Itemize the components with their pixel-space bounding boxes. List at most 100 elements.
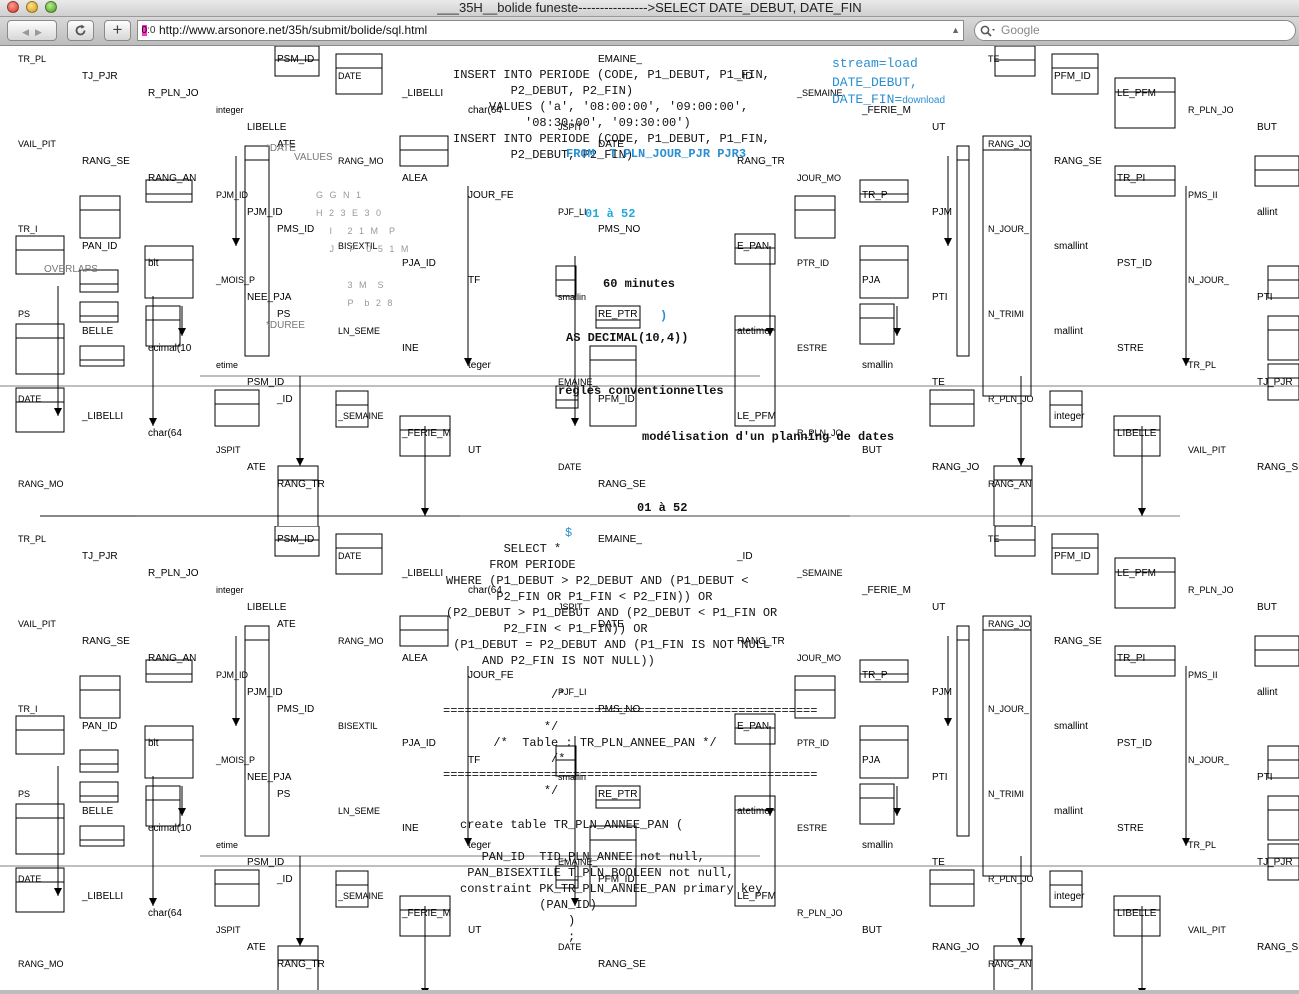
schema-field-label: RANG_SE (1054, 156, 1102, 167)
schema-field-label: JOUR_FE (468, 670, 514, 681)
schema-table-box (734, 315, 776, 427)
zoom-window-icon[interactable] (45, 1, 57, 13)
schema-field-label: STRE (1117, 343, 1144, 354)
schema-field-label: VAIL_PIT (1188, 445, 1226, 455)
from-line: FROM T_PLN_JOUR_PJR PJR3 (566, 147, 747, 161)
schema-field-label: N_JOUR_ (988, 704, 1030, 714)
dollar-sign: $ (565, 526, 573, 540)
address-url[interactable]: http://www.arsonore.net/35h/submit/bolid… (159, 23, 428, 37)
schema-table-box (15, 323, 65, 375)
schema-table-box (1113, 415, 1161, 457)
schema-arrow-head (149, 418, 157, 426)
schema-table-box (929, 389, 975, 427)
add-bookmark-button[interactable]: + (104, 20, 131, 41)
schema-field-label: PST_ID (1117, 738, 1152, 749)
schema-arrow-head (1017, 938, 1025, 946)
address-bar-dropdown-icon[interactable]: ▲ (951, 25, 960, 35)
schema-field-label: PTI (1257, 292, 1273, 303)
stream-line-1: stream=load (832, 56, 918, 71)
window-title-bar: ___35H__bolide funeste---------------->S… (0, 0, 1299, 17)
schema-field-label: smallint (1054, 721, 1088, 732)
schema-table-box (79, 301, 119, 323)
schema-field-label: ATE (247, 462, 266, 473)
overlay-values-label: VALUES (294, 152, 333, 163)
schema-field-label: BUT (1257, 122, 1277, 133)
schema-table-box (145, 179, 193, 203)
schema-table-box (399, 615, 449, 647)
schema-table-box (79, 749, 119, 773)
schema-field-label: TR_PL (18, 534, 46, 544)
range-label-2: 01 à 52 (637, 501, 688, 515)
schema-arrow-head (1182, 838, 1190, 846)
minimize-window-icon[interactable] (26, 1, 38, 13)
schema-field-label: TR_I (18, 224, 38, 234)
search-field[interactable]: Google (974, 20, 1296, 41)
schema-field-label: _SEMAINE (796, 568, 843, 578)
reload-button[interactable] (67, 20, 94, 41)
schema-field-label: BUT (862, 445, 882, 456)
search-placeholder: Google (1001, 23, 1040, 37)
schema-field-label: PJM_ID (247, 687, 283, 698)
schema-table-box (956, 625, 970, 837)
schema-field-label: PS (277, 789, 291, 800)
schema-field-label: LE_PFM (1117, 568, 1156, 579)
schema-table-box (1049, 390, 1083, 428)
download-link[interactable]: download (902, 95, 946, 106)
schema-field-label: VAIL_PIT (1188, 925, 1226, 935)
schema-table-box (145, 659, 193, 683)
schema-arrow-head (766, 808, 774, 816)
schema-table-box (1114, 645, 1176, 677)
reload-icon (75, 24, 86, 36)
schema-table-box (1114, 165, 1176, 197)
schema-field-label: R_PLN_JO (148, 88, 199, 99)
schema-field-label: TR_PI (1117, 173, 1145, 184)
schema-arrow-head (149, 898, 157, 906)
schema-arrow-head (296, 458, 304, 466)
schema-table-box (144, 725, 194, 779)
schema-arrow-head (1017, 458, 1025, 466)
schema-field-label: RANG_SE (82, 156, 130, 167)
schema-field-label: RANG_SE (1257, 942, 1299, 953)
schema-field-label: UT (932, 602, 945, 613)
schema-field-label: LIBELLE (1117, 908, 1157, 919)
schema-table-box (277, 465, 319, 526)
overlay-duree-label: *DUREE (266, 320, 305, 331)
close-window-icon[interactable] (7, 1, 19, 13)
schema-field-label: R_PLN_JO (1188, 105, 1234, 115)
back-arrow-icon[interactable]: ◀ (22, 27, 29, 37)
schema-field-label: TR_P (862, 670, 888, 681)
plus-icon: + (112, 20, 123, 39)
schema-field-label: _FERIE_M (401, 428, 451, 439)
schema-field-label: DATE (18, 394, 41, 404)
schema-field-label: allint (1257, 687, 1278, 698)
schema-field-label: TR_PL (18, 54, 46, 64)
schema-arrow-head (232, 238, 240, 246)
schema-field-label: PMS_ID (277, 224, 314, 235)
schema-field-label: PSM_ID (277, 54, 314, 65)
schema-field-label: _LIBELLI (81, 891, 123, 902)
stream-date-fin: DATE_FIN= (832, 92, 903, 107)
schema-field-label: _LIBELLI (401, 568, 443, 579)
schema-table-box (214, 869, 260, 907)
schema-arrow-head (1182, 358, 1190, 366)
schema-field-label: N_TRIMI (988, 789, 1024, 799)
schema-field-label: PTI (932, 772, 948, 783)
schema-field-label: TE (988, 534, 1000, 544)
schema-field-label: RANG_AN (988, 959, 1032, 969)
schema-field-label: _ID (276, 394, 293, 405)
decimal-cast: AS DECIMAL(10,4)) (566, 331, 689, 345)
schema-arrow-head (464, 358, 472, 366)
schema-field-label: RANG_MO (18, 479, 64, 489)
schema-table-box (79, 195, 121, 239)
schema-field-label: RANG_MO (18, 959, 64, 969)
forward-arrow-icon[interactable]: ▶ (35, 27, 42, 37)
schema-field-label: DATE (18, 874, 41, 884)
schema-arrow-head (944, 238, 952, 246)
schema-field-label: PTI (1257, 772, 1273, 783)
schema-field-label: JSPIT (216, 925, 241, 935)
schema-field-label: VAIL_PIT (18, 139, 56, 149)
schema-table-box (244, 625, 270, 837)
stream-line-3: DATE_FIN=download (832, 92, 945, 109)
